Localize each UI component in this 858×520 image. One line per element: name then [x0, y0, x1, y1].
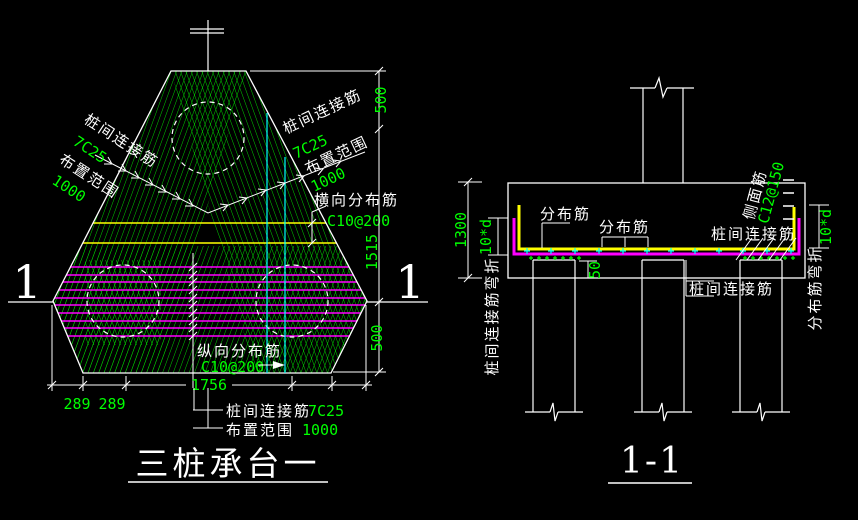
strut-hatching [53, 71, 367, 373]
bend-dimension-left: 10*d [477, 217, 508, 256]
longitudinal-bars [53, 266, 367, 337]
bar-ticks-right [219, 159, 342, 212]
transverse-bars [53, 222, 367, 244]
longitudinal-bar-spec: C10@200 [201, 358, 264, 376]
section-cut-markers: 1 1 [8, 255, 428, 309]
bottom-connection-callout: 桩间连接筋 7C25 布置范围 1000 [193, 388, 344, 439]
dim-10d-right: 10*d [817, 209, 835, 245]
transverse-distribution-callout: 横向分布筋 C10@200 [307, 191, 399, 248]
bend-dimension-right: 10*d [809, 204, 835, 249]
piles [525, 259, 790, 422]
dim-500-top: 500 [372, 86, 390, 113]
pile-connection-callout-bottom: 桩间连接筋 [685, 260, 774, 298]
bar-point-marks [529, 256, 795, 260]
section-marker-right: 1 [395, 255, 424, 309]
bar-ticks-left [104, 156, 194, 207]
dim-500-bottom: 500 [368, 324, 386, 351]
dim-10d-left: 10*d [477, 219, 495, 255]
pile-connection-bar-label: 桩间连接筋 [226, 402, 311, 420]
layout-range-value: 1000 [302, 421, 338, 439]
distribution-bar-label: 分布筋 [599, 218, 650, 236]
leader-ticks [735, 237, 797, 261]
dim-50: 50 [586, 261, 604, 279]
pile-2 [634, 259, 692, 413]
embed-dimension: 50 [579, 260, 604, 279]
distribution-callout-2: 分布筋 [599, 218, 650, 247]
section-marker-left: 1 [12, 255, 41, 309]
connection-bend-label: 桩间连接筋弯折 [483, 256, 501, 375]
distribution-callout-1: 分布筋 [540, 205, 591, 248]
leader-line [94, 151, 366, 214]
transverse-bar-spec: C10@200 [327, 212, 390, 230]
pile-connection-bar-spec: 7C25 [308, 402, 344, 420]
leader [307, 205, 327, 248]
distribution-bar-label: 分布筋 [540, 205, 591, 223]
plan-right-dimension: 500 1515 500 [250, 66, 390, 377]
layout-range-label: 布置范围 [226, 421, 294, 439]
connection-bar-u [512, 218, 801, 256]
leader [541, 222, 570, 248]
dim-1756: 1756 [191, 376, 227, 394]
dim-289-1: 289 [63, 395, 90, 413]
leader [193, 388, 223, 429]
bar-ticks [188, 262, 198, 341]
distribution-bend-label: 分布筋弯折 [806, 245, 824, 330]
connection-bar-range-leader [94, 151, 366, 214]
pile-1 [525, 259, 583, 413]
side-face-bars [783, 179, 794, 220]
pile-circle-bottom-right [255, 264, 329, 338]
dim-1515: 1515 [363, 234, 381, 270]
leader [601, 236, 649, 247]
range-lines [266, 113, 286, 373]
arrow-head [273, 361, 285, 369]
transverse-bar-label: 横向分布筋 [314, 191, 399, 209]
section-title: 1-1 [620, 441, 684, 482]
plan-bottom-dimension: 1756 289 289 [47, 305, 372, 413]
pile-cap-outline [52, 70, 368, 374]
plan-view: 桩间连接筋 7C25 布置范围 1000 桩间连接筋 7C25 布置范围 100… [8, 20, 428, 483]
column-centerline [190, 20, 224, 71]
section-view: 分布筋 分布筋 侧面筋 C12@150 桩间连接筋 桩间连接筋 桩间连接筋弯折 … [452, 75, 835, 484]
break-symbol [654, 75, 668, 99]
pile-circle-bottom-left [86, 264, 160, 338]
leader [685, 260, 714, 297]
distribution-bar-u [517, 205, 796, 251]
dim-289-2: 289 [98, 395, 125, 413]
dim-1300: 1300 [452, 212, 470, 248]
pile-circles [86, 101, 329, 338]
cap-section-outline [507, 182, 806, 279]
pile-connection-label: 桩间连接筋 [689, 280, 774, 298]
section-height-dimension: 1300 [452, 177, 482, 283]
pile-connection-callout-top: 桩间连接筋 [711, 225, 797, 261]
pile-connection-bar-label: 桩间连接筋 [280, 85, 365, 137]
pile-circle-top [171, 101, 245, 175]
hatch-patch-bottom-left [85, 260, 161, 345]
bar-cross-marks [524, 248, 794, 254]
column [630, 75, 694, 183]
plan-title: 三桩承台一 [136, 444, 321, 483]
longitudinal-distribution-callout: 纵向分布筋 C10@200 [188, 253, 285, 388]
longitudinal-bar-label: 纵向分布筋 [197, 342, 282, 360]
